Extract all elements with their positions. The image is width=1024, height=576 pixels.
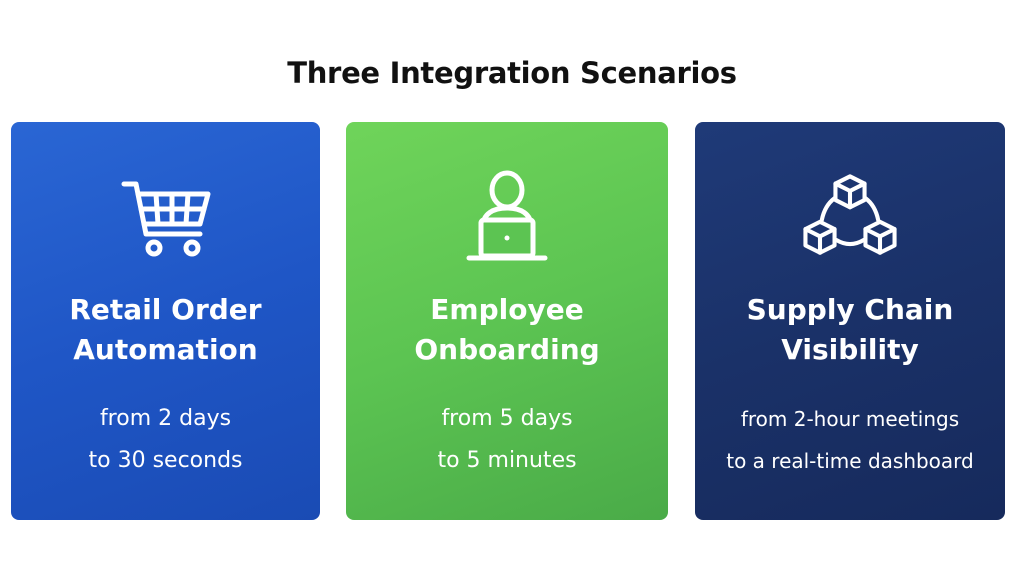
slide-title: Three Integration Scenarios — [287, 56, 737, 90]
card-subtext: from 2-hour meetings to a real-time dash… — [726, 407, 974, 473]
card-heading: Employee Onboarding — [414, 293, 600, 366]
card-heading: Retail Order Automation — [69, 293, 262, 366]
card-subtext: from 5 days to 5 minutes — [437, 406, 577, 473]
card-heading: Supply Chain Visibility — [746, 293, 954, 366]
scenario-card-retail: Retail Order Automation from 2 days to 3… — [11, 122, 320, 520]
card-subtext: from 2 days to 30 seconds — [88, 406, 243, 473]
shopping-cart-icon — [116, 170, 216, 270]
scenario-card-onboarding: Employee Onboarding from 5 days to 5 min… — [346, 122, 668, 520]
person-laptop-icon — [457, 170, 557, 270]
scenario-card-supply-chain: Supply Chain Visibility from 2-hour meet… — [695, 122, 1005, 520]
connected-cubes-icon — [800, 170, 900, 270]
